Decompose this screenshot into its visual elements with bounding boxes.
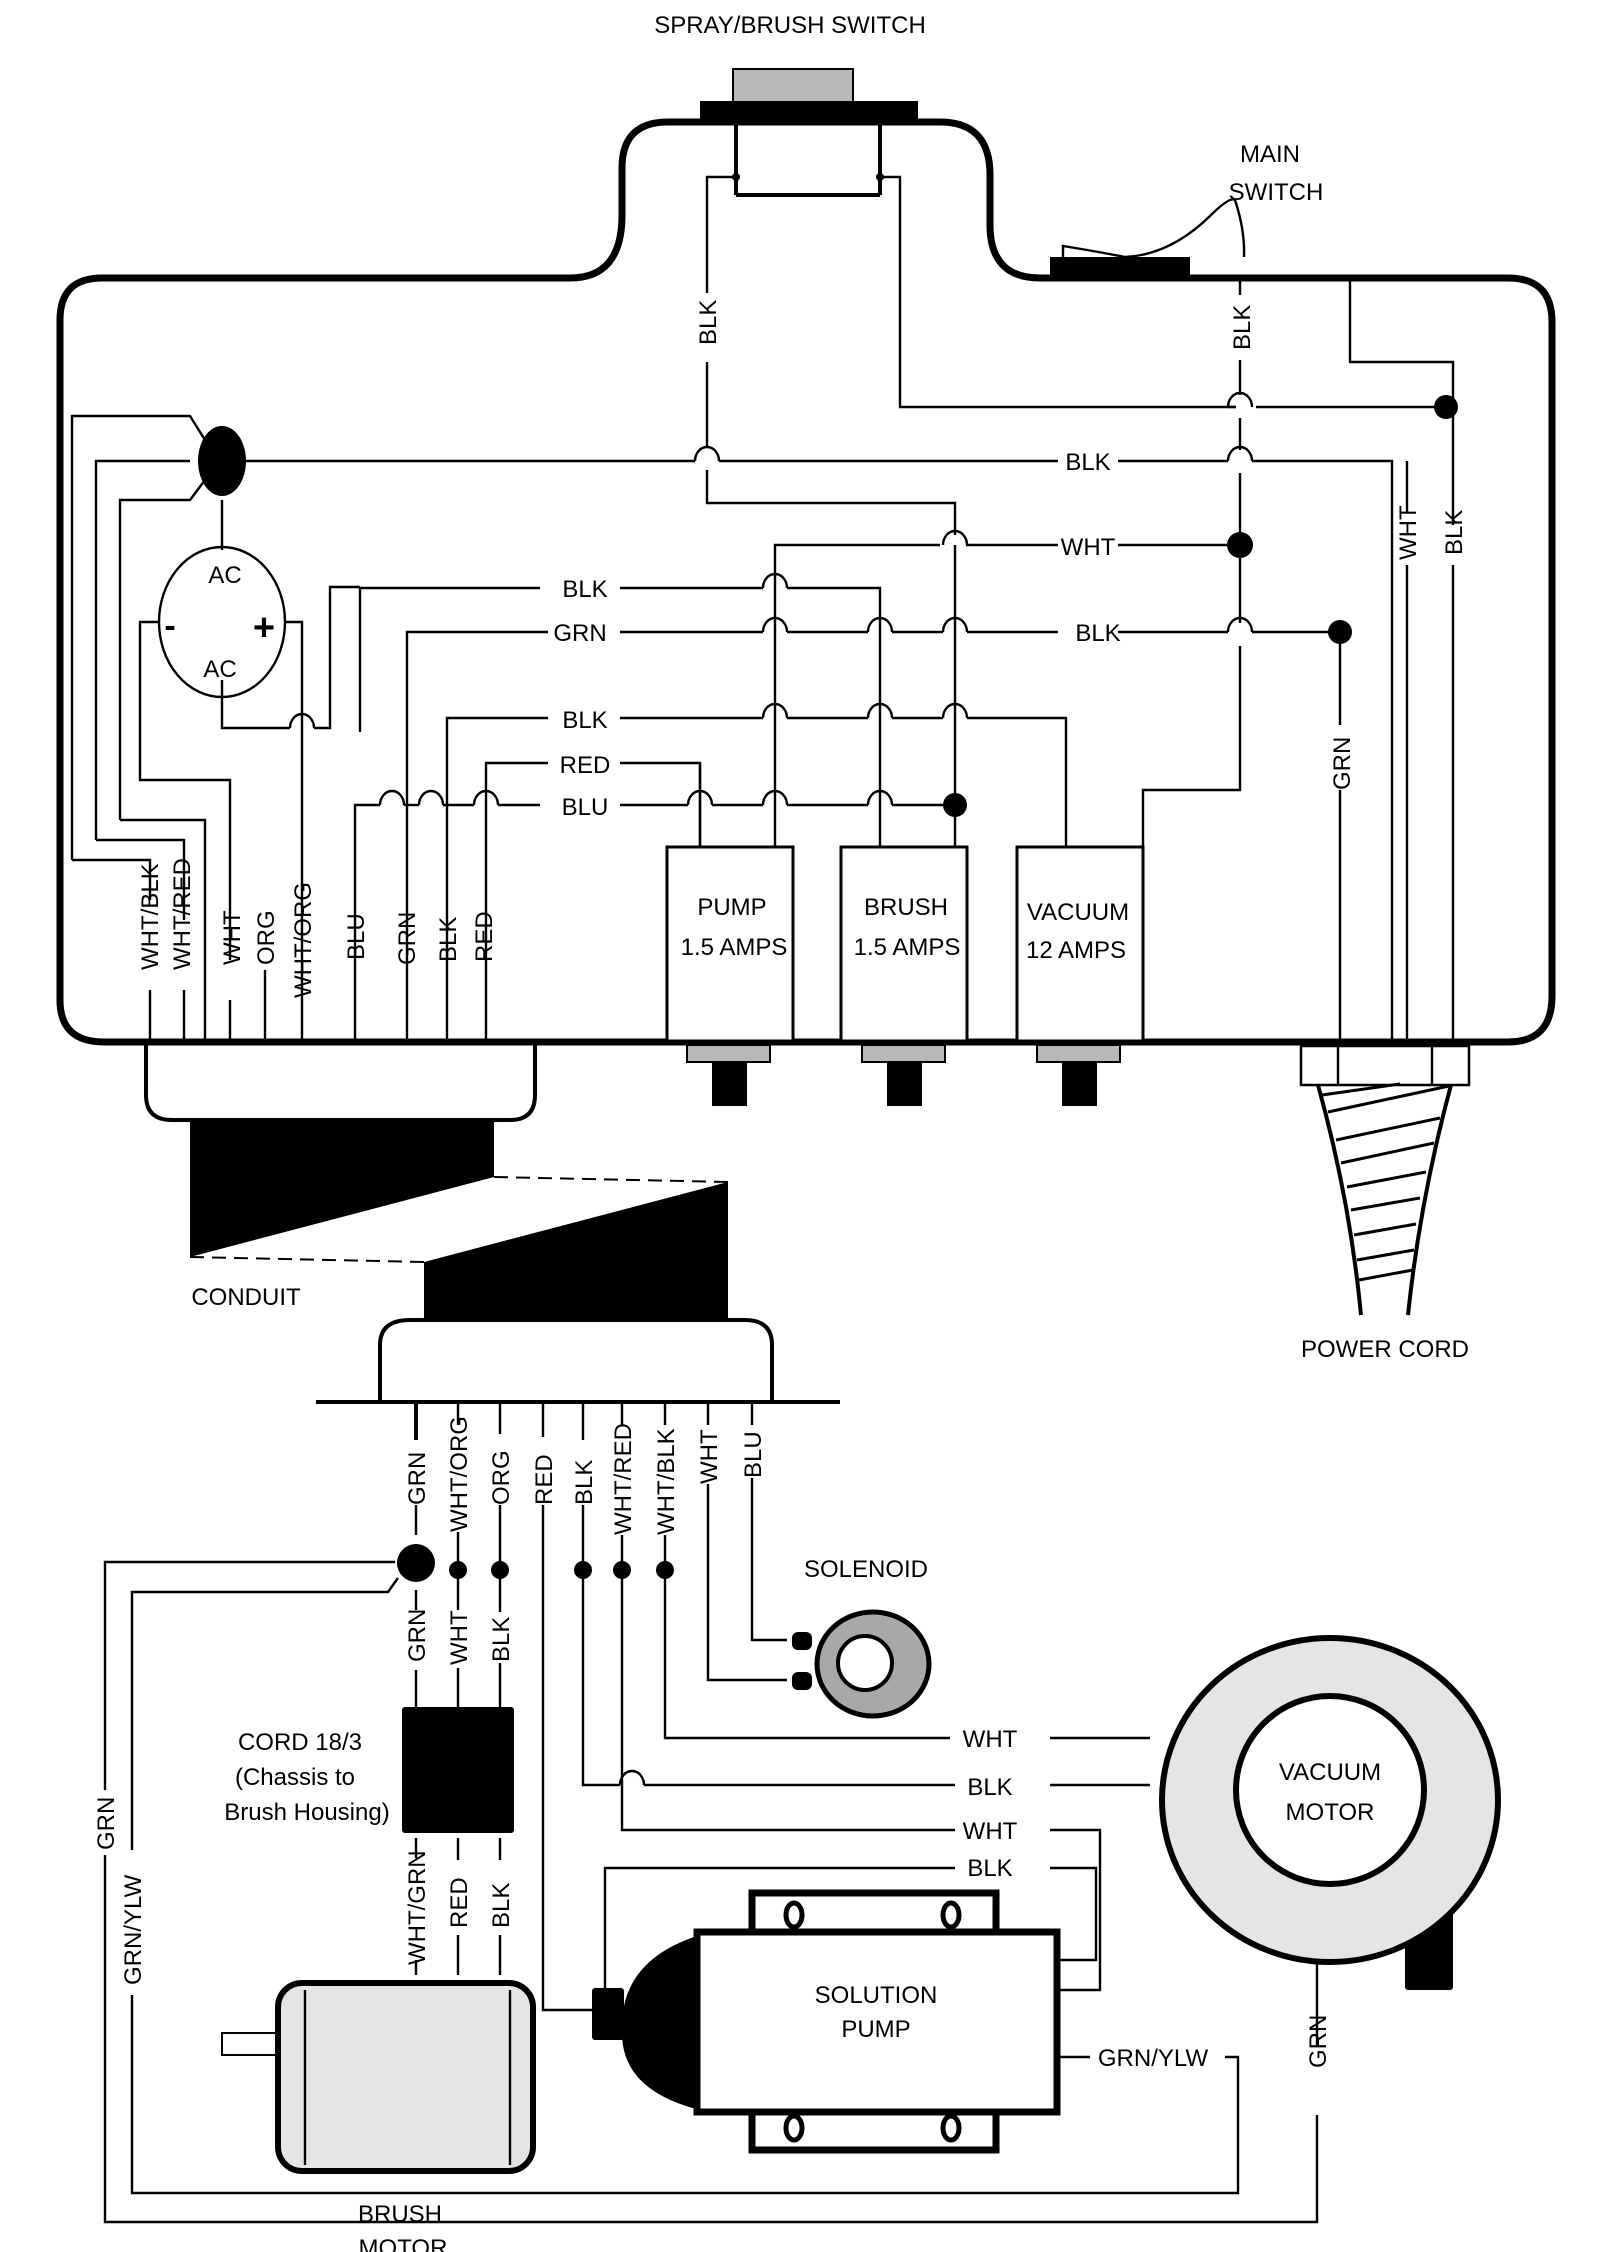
harness-label-row1: BLK [1065,449,1110,476]
brush-motor [221,1980,536,2174]
harness-label-row3b: GRN [553,620,606,647]
main-switch-label-line2: SWITCH [1229,179,1324,206]
bottom-lead-8: RED [471,911,498,962]
conduit-lead-3: RED [531,1454,558,1505]
capacitor-ac-bottom: AC [203,656,236,683]
harness-label-row2: WHT [1061,534,1116,561]
conduit-lead-0: GRN [404,1452,431,1505]
bottom-lead-7: BLK [435,917,462,962]
harness-label-row4: BLK [562,707,607,734]
junction-dots [943,395,1458,817]
spray-switch-lead-label: BLK [695,300,722,345]
conduit-lead-8: BLU [740,1431,767,1478]
solution-pump-label-line2: PUMP [841,2016,910,2043]
main-switch-lead-label: BLK [1229,305,1256,350]
lower-wiring [103,1478,1319,2224]
bottom-lead-1: WHT/RED [169,858,196,970]
conduit-lead-7: WHT [696,1429,723,1484]
harness-label-row5: RED [560,752,611,779]
cord-18-3 [402,1707,514,1833]
conduit-leads-labels: GRN WHT/ORG ORG RED BLK WHT/RED WHT/BLK … [404,1416,767,1535]
harness-label-row3a: BLK [562,576,607,603]
capacitor-ac-top: AC [208,562,241,589]
cord-top-lead-1: WHT [446,1610,473,1665]
solution-pump-label-line1: SOLUTION [815,1982,938,2009]
conduit-lead-5: WHT/RED [610,1423,637,1535]
cord-label-line2: (Chassis to [235,1764,355,1791]
capacitor-minus: - [164,607,175,645]
capacitor: AC AC - + [157,545,287,699]
bottom-lead-6: GRN [394,912,421,965]
breaker-brush: BRUSH 1.5 AMPS [839,845,969,1106]
harness-label-row6: BLU [562,794,609,821]
vacuum-lead-wht: WHT [963,1726,1018,1753]
lower-junction-dots [397,1544,674,1582]
ground-left-inner-label: GRN/YLW [120,1874,147,1985]
spray-brush-switch [700,68,918,197]
spray-brush-switch-label: SPRAY/BRUSH SWITCH [654,12,926,39]
chassis-junction [198,426,246,496]
pump-ground-label: GRN/YLW [1098,2045,1209,2072]
capacitor-plus: + [253,607,275,649]
cord-top-lead-2: BLK [488,1617,515,1662]
breaker-pump: PUMP 1.5 AMPS [665,845,795,1106]
pump-lead-blk: BLK [967,1855,1012,1882]
bottom-lead-5: BLU [343,913,370,960]
ground-left-outer-label: GRN [93,1797,120,1850]
solenoid-label: SOLENOID [804,1556,928,1583]
main-switch-label-line1: MAIN [1240,141,1300,168]
breaker-vacuum-name: VACUUM [1027,899,1129,926]
pump-lead-wht: WHT [963,1818,1018,1845]
breaker-brush-rating: 1.5 AMPS [854,934,961,961]
right-lead-blk: BLK [1441,510,1468,555]
bottom-lead-0: WHT/BLK [137,863,164,970]
cord-top-lead-0: GRN [404,1609,431,1662]
vacuum-motor-label-line1: VACUUM [1279,1759,1381,1786]
ground-right-label: GRN [1305,2015,1332,2068]
chassis-bottom-leads: WHT/BLK WHT/RED WHT ORG WHT/ORG BLU GRN … [137,858,498,998]
main-switch [1050,198,1246,278]
conduit-label: CONDUIT [191,1284,301,1311]
vacuum-lead-blk: BLK [967,1774,1012,1801]
conduit-lead-1: WHT/ORG [446,1416,473,1532]
solenoid [792,1609,932,1719]
conduit-leads-wires [414,1402,754,1440]
harness-label-row3c: BLK [1075,620,1120,647]
chassis-wiring [70,175,1455,1042]
chassis-housing [56,118,1556,1046]
right-lead-grn: GRN [1329,737,1356,790]
power-cord-label: POWER CORD [1301,1336,1469,1363]
vacuum-motor [1159,1635,1501,1990]
brush-motor-title-line2: MOTOR [359,2235,448,2252]
breaker-pump-rating: 1.5 AMPS [681,934,788,961]
cord-label-line1: CORD 18/3 [238,1729,362,1756]
conduit-lead-6: WHT/BLK [653,1428,680,1535]
bottom-lead-3: ORG [253,910,280,965]
bottom-lead-4: WHT/ORG [290,882,317,998]
vacuum-motor-label-line2: MOTOR [1286,1799,1375,1826]
cord-bottom-lead-0: WHT/GRN [404,1850,431,1965]
breaker-pump-name: PUMP [697,894,766,921]
brush-motor-title-line1: BRUSH [358,2201,442,2228]
bottom-lead-2: WHT [219,910,246,965]
breaker-vacuum-rating: 12 AMPS [1026,937,1126,964]
cord-bottom-lead-2: BLK [488,1883,515,1928]
right-lead-wht: WHT [1395,505,1422,560]
conduit [144,1042,840,1404]
power-cord [1299,1044,1471,1316]
breaker-vacuum: VACUUM 12 AMPS [1015,845,1145,1106]
solution-pump [592,1889,1061,2154]
conduit-lead-4: BLK [571,1460,598,1505]
conduit-lead-2: ORG [488,1450,515,1505]
breaker-brush-name: BRUSH [864,894,948,921]
cord-bottom-lead-1: RED [446,1877,473,1928]
cord-label-line3: Brush Housing) [224,1799,389,1826]
